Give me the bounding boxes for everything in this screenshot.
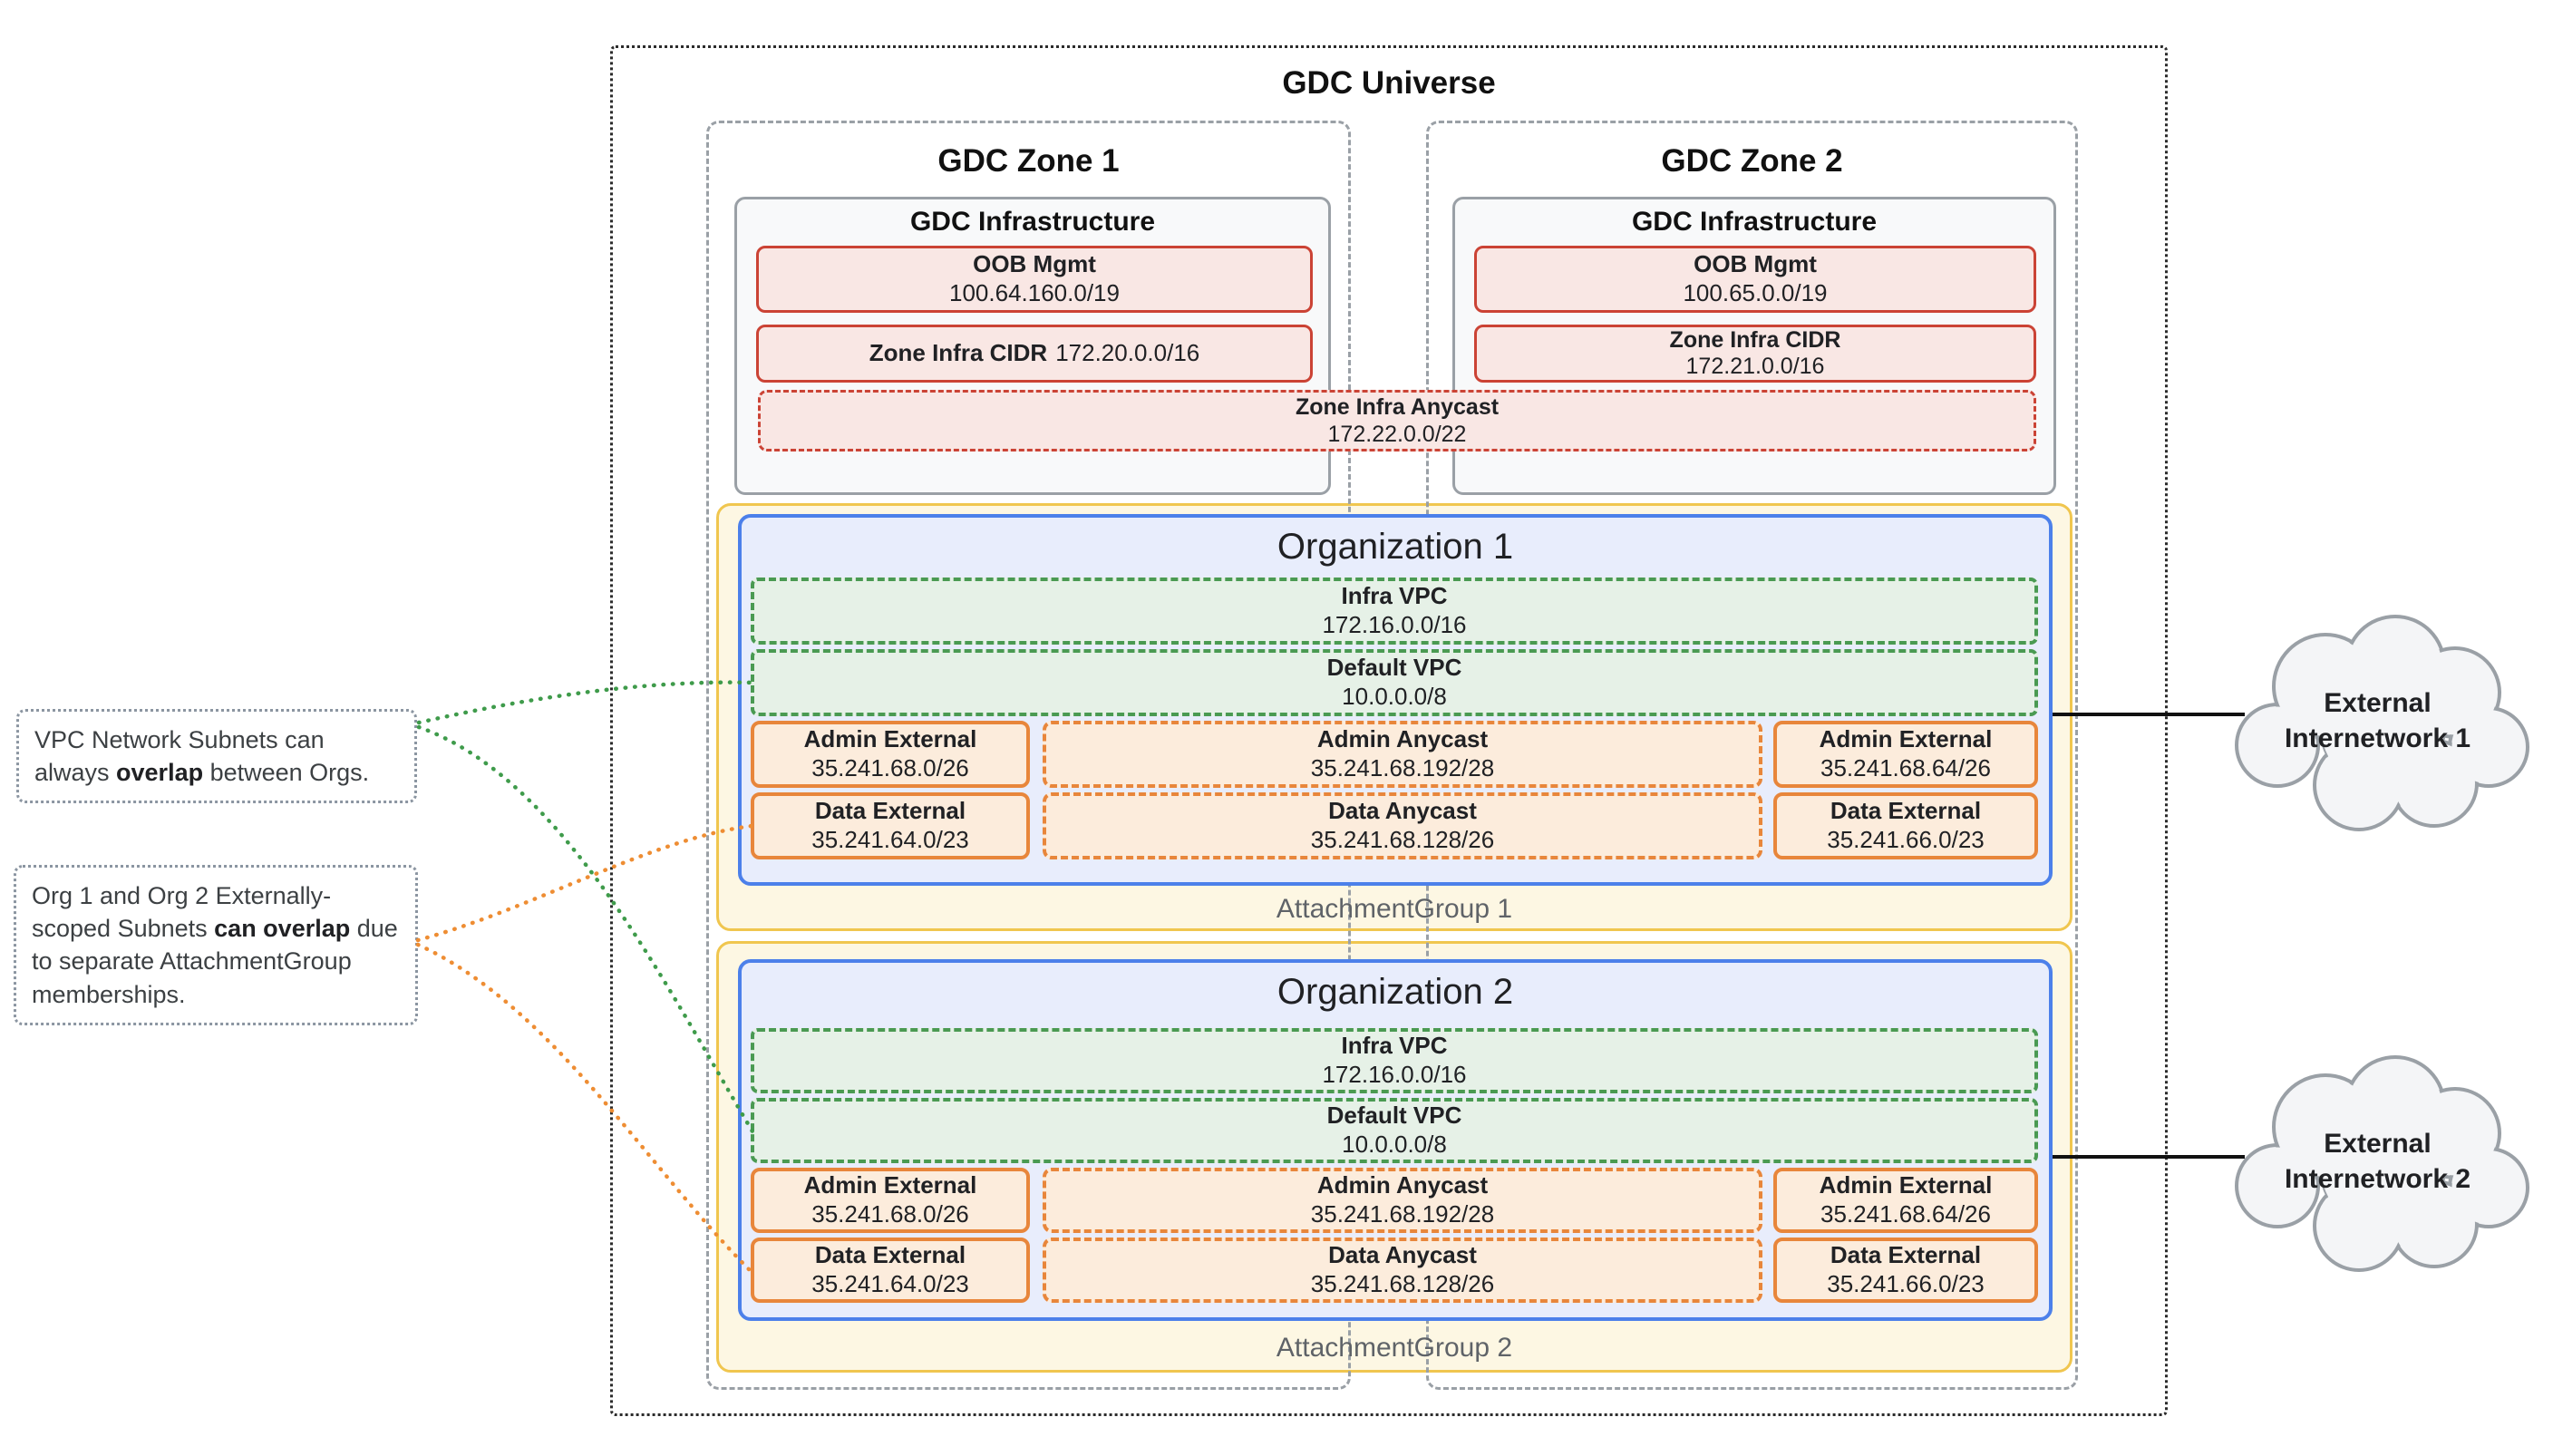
organization-1-title: Organization 1 (1276, 527, 1514, 567)
org2-admin-external-left-box: Admin External 35.241.68.0/26 (751, 1168, 1030, 1233)
zone-2-oob-mgmt-label: OOB Mgmt (1694, 250, 1817, 278)
org1-data-external-right-box: Data External 35.241.66.0/23 (1773, 792, 2038, 859)
org1-data-external-left-cidr: 35.241.64.0/23 (811, 826, 969, 853)
org1-data-external-right-cidr: 35.241.66.0/23 (1827, 826, 1985, 853)
org2-data-external-right-box: Data External 35.241.66.0/23 (1773, 1238, 2038, 1303)
annotation-1-text-pre: VPC Network Subnets can always (34, 726, 325, 787)
org1-infra-vpc-cidr: 172.16.0.0/16 (1322, 611, 1467, 638)
annotation-1-text-bold: overlap (116, 759, 204, 787)
org1-to-internetwork1-line (2053, 713, 2245, 716)
org1-admin-external-left-label: Admin External (803, 725, 977, 753)
annotation-2-text-post: due to separate AttachmentGroup membersh… (32, 915, 398, 1008)
org2-admin-anycast-box: Admin Anycast 35.241.68.192/28 (1043, 1168, 1762, 1233)
attachment-group-2-label: AttachmentGroup 2 (1276, 1333, 1513, 1363)
zone-2-oob-mgmt-cidr: 100.65.0.0/19 (1683, 279, 1828, 306)
annotation-2-text-bold: can overlap (214, 915, 351, 943)
external-internetwork-2-cloud (2235, 1055, 2529, 1272)
org2-data-external-right-cidr: 35.241.66.0/23 (1827, 1270, 1985, 1297)
org1-admin-external-left-cidr: 35.241.68.0/26 (811, 754, 969, 781)
org1-data-anycast-cidr: 35.241.68.128/26 (1310, 826, 1495, 853)
gdc-zone-2-title: GDC Zone 2 (1661, 143, 1843, 179)
cloud-2-line2: Internetwork 2 (2284, 1163, 2471, 1194)
org2-infra-vpc-cidr: 172.16.0.0/16 (1322, 1061, 1467, 1088)
org2-admin-anycast-cidr: 35.241.68.192/28 (1310, 1200, 1495, 1228)
org2-admin-external-left-cidr: 35.241.68.0/26 (811, 1200, 969, 1228)
cloud-1-line2: Internetwork 1 (2284, 723, 2471, 753)
annotation-2-text-pre: Org 1 and Org 2 Externally-scoped Subnet… (32, 882, 332, 943)
zone-2-oob-mgmt-box: OOB Mgmt 100.65.0.0/19 (1474, 246, 2036, 313)
org2-infra-vpc-box: Infra VPC 172.16.0.0/16 (751, 1028, 2038, 1093)
org1-default-vpc-cidr: 10.0.0.0/8 (1342, 683, 1447, 710)
zone-1-oob-mgmt-label: OOB Mgmt (973, 250, 1096, 278)
org1-data-anycast-label: Data Anycast (1328, 797, 1477, 825)
org2-default-vpc-box: Default VPC 10.0.0.0/8 (751, 1098, 2038, 1163)
org1-data-external-left-box: Data External 35.241.64.0/23 (751, 792, 1030, 859)
external-internetwork-1-cloud (2235, 615, 2529, 831)
org1-data-external-right-label: Data External (1830, 797, 1982, 825)
org1-admin-external-right-cidr: 35.241.68.64/26 (1820, 754, 1991, 781)
cloud-1-line1: External (2324, 687, 2432, 718)
zone-2-infra-cidr-box: Zone Infra CIDR 172.21.0.0/16 (1474, 325, 2036, 383)
zone-2-infrastructure-title: GDC Infrastructure (1631, 207, 1878, 237)
org2-default-vpc-cidr: 10.0.0.0/8 (1342, 1131, 1447, 1158)
external-internetwork-1-label: External Internetwork 1 (2221, 609, 2534, 831)
org2-data-anycast-label: Data Anycast (1328, 1241, 1477, 1269)
org2-data-external-right-label: Data External (1830, 1241, 1982, 1269)
org1-admin-external-right-label: Admin External (1819, 725, 1993, 753)
zone-infra-anycast-box: Zone Infra Anycast 172.22.0.0/22 (758, 390, 2036, 451)
org2-admin-external-left-label: Admin External (803, 1171, 977, 1199)
annotation-vpc-overlap: VPC Network Subnets can always overlap b… (16, 709, 417, 804)
gdc-zone-1-title: GDC Zone 1 (937, 143, 1120, 179)
gdc-universe-title: GDC Universe (1282, 65, 1496, 101)
zone-1-infra-cidr-label: Zone Infra CIDR (869, 339, 1048, 367)
zone-1-oob-mgmt-cidr: 100.64.160.0/19 (949, 279, 1120, 306)
org1-admin-anycast-cidr: 35.241.68.192/28 (1310, 754, 1495, 781)
org1-admin-external-right-box: Admin External 35.241.68.64/26 (1773, 721, 2038, 788)
org2-to-internetwork2-line (2053, 1155, 2245, 1159)
org1-admin-anycast-box: Admin Anycast 35.241.68.192/28 (1043, 721, 1762, 788)
attachment-group-1-label: AttachmentGroup 1 (1276, 894, 1513, 924)
org1-data-external-left-label: Data External (814, 797, 966, 825)
zone-infra-anycast-cidr: 172.22.0.0/22 (1327, 422, 1467, 447)
cloud-2-line1: External (2324, 1128, 2432, 1159)
org2-admin-external-right-label: Admin External (1819, 1171, 1993, 1199)
zone-infra-anycast-label: Zone Infra Anycast (1295, 394, 1500, 420)
org1-infra-vpc-label: Infra VPC (1341, 582, 1448, 610)
org2-admin-anycast-label: Admin Anycast (1316, 1171, 1489, 1199)
annotation-external-overlap: Org 1 and Org 2 Externally-scoped Subnet… (14, 865, 418, 1025)
org2-data-external-left-cidr: 35.241.64.0/23 (811, 1270, 969, 1297)
external-internetwork-2-label: External Internetwork 2 (2221, 1050, 2534, 1272)
org1-default-vpc-box: Default VPC 10.0.0.0/8 (751, 649, 2038, 716)
org2-data-external-left-box: Data External 35.241.64.0/23 (751, 1238, 1030, 1303)
zone-1-oob-mgmt-box: OOB Mgmt 100.64.160.0/19 (756, 246, 1313, 313)
org1-infra-vpc-box: Infra VPC 172.16.0.0/16 (751, 578, 2038, 645)
zone-2-infra-cidr-value: 172.21.0.0/16 (1685, 354, 1825, 379)
org2-data-anycast-box: Data Anycast 35.241.68.128/26 (1043, 1238, 1762, 1303)
organization-2-title: Organization 2 (1276, 972, 1514, 1012)
org2-default-vpc-label: Default VPC (1326, 1102, 1462, 1130)
org1-admin-anycast-label: Admin Anycast (1316, 725, 1489, 753)
org1-data-anycast-box: Data Anycast 35.241.68.128/26 (1043, 792, 1762, 859)
org2-data-anycast-cidr: 35.241.68.128/26 (1310, 1270, 1495, 1297)
org1-default-vpc-label: Default VPC (1326, 654, 1462, 682)
org2-admin-external-right-cidr: 35.241.68.64/26 (1820, 1200, 1991, 1228)
zone-2-infra-cidr-label: Zone Infra CIDR (1669, 327, 1841, 354)
org2-admin-external-right-box: Admin External 35.241.68.64/26 (1773, 1168, 2038, 1233)
org2-data-external-left-label: Data External (814, 1241, 966, 1269)
zone-1-infra-cidr-box: Zone Infra CIDR 172.20.0.0/16 (756, 325, 1313, 383)
zone-1-infrastructure-title: GDC Infrastructure (909, 207, 1156, 237)
annotation-1-text-post: between Orgs. (203, 759, 370, 787)
org2-infra-vpc-label: Infra VPC (1341, 1032, 1448, 1060)
zone-1-infra-cidr-value: 172.20.0.0/16 (1055, 339, 1200, 367)
org1-admin-external-left-box: Admin External 35.241.68.0/26 (751, 721, 1030, 788)
